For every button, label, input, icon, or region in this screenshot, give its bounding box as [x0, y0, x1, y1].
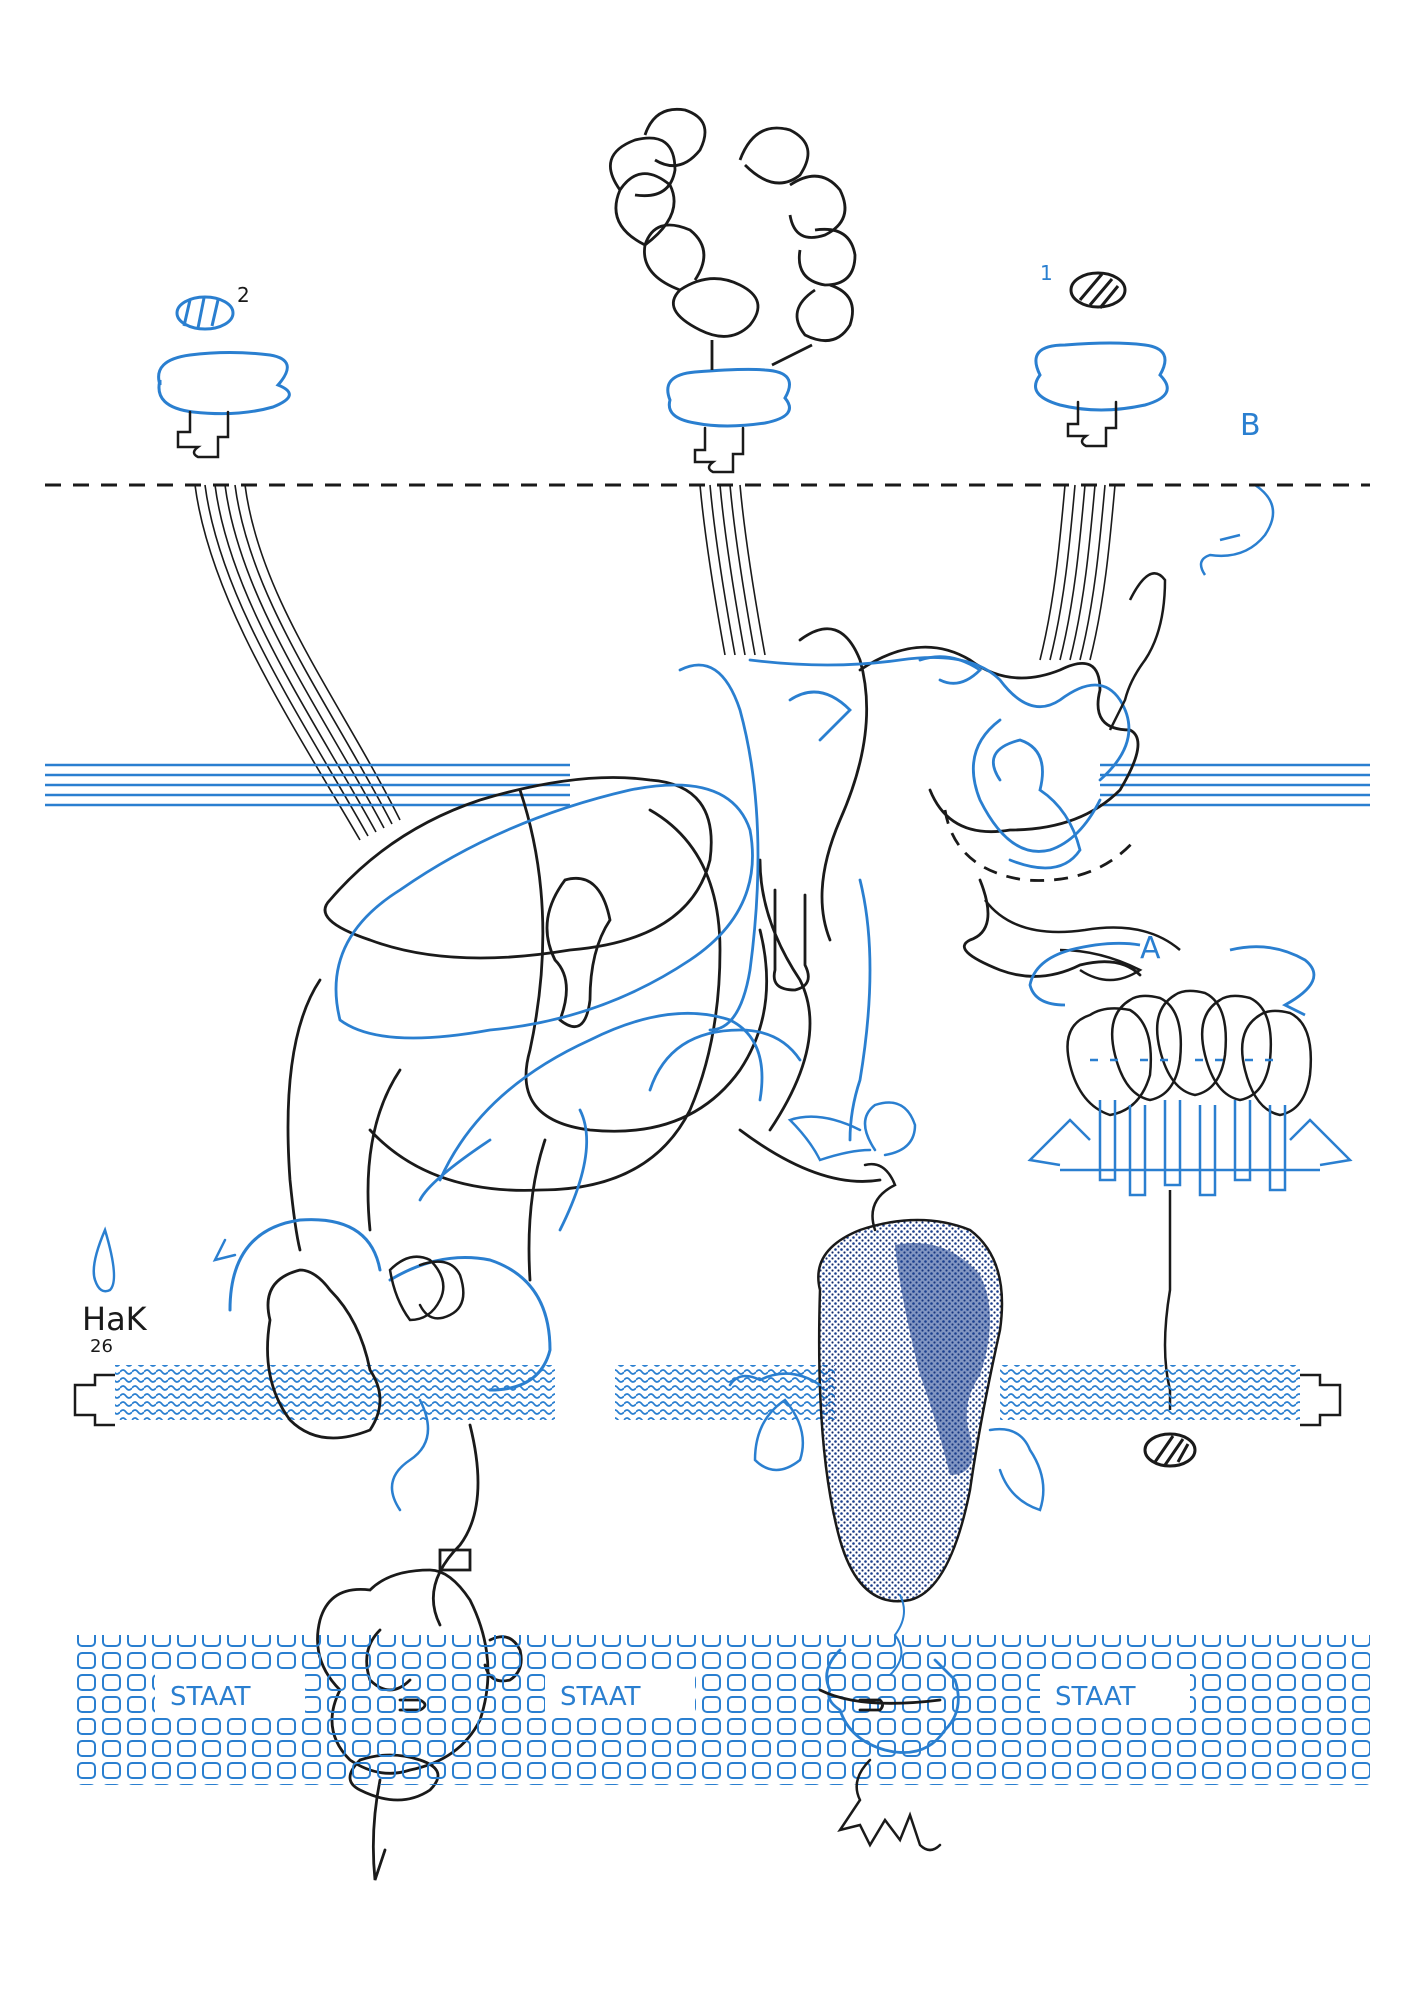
receptor-right: [1034, 341, 1169, 448]
split-disc-icon-lower: [1143, 1432, 1197, 1468]
split-disc-icon: [175, 295, 235, 331]
receptor-center: [666, 367, 791, 474]
beaded-chain-cluster: [609, 107, 857, 370]
signature-initials: HaK: [82, 1300, 148, 1338]
circular-arrow-icon: [1028, 941, 1316, 1017]
wavy-fiber-bundle-center: [699, 484, 766, 656]
letter-b-label: B: [1240, 408, 1261, 443]
stippled-seed: [817, 1218, 1004, 1603]
split-disc-icon-right: [1069, 271, 1127, 309]
tangled-figure-black: [286, 627, 1142, 1282]
letter-a-label: A: [1140, 931, 1161, 966]
leaf-shape: [984, 572, 1181, 982]
drop-icon: [92, 1226, 116, 1293]
blue-wave-membrane: [115, 1365, 1300, 1420]
letter-b-hook: [1199, 483, 1275, 576]
membrane-clip-right: [1300, 1373, 1342, 1427]
wavy-fiber-bundle-left: [194, 484, 401, 841]
tangled-figure-blue: [334, 655, 1131, 1232]
face-cluster: [1066, 989, 1312, 1410]
seed-ties: [728, 1101, 1045, 1676]
blue-stripe-membrane: [45, 763, 1370, 807]
staat-label-left: STAAT: [170, 1682, 251, 1712]
membrane-clip-left: [73, 1373, 115, 1427]
number-label-2: 2: [237, 283, 250, 307]
face-cluster-blue-details: [1027, 1058, 1353, 1197]
staat-label-center: STAAT: [560, 1682, 641, 1712]
wavy-fiber-bundle-right: [1039, 484, 1116, 661]
left-hooked-structure: [212, 1218, 552, 1627]
lower-center-head: [818, 1648, 960, 1852]
staat-label-right: STAAT: [1055, 1682, 1136, 1712]
cell-grid-staat: [75, 1635, 1370, 1785]
signature-number: 26: [90, 1336, 113, 1357]
number-label-1: 1: [1040, 261, 1053, 285]
dashed-arc: [943, 809, 1137, 882]
receptor-left: [157, 351, 291, 459]
